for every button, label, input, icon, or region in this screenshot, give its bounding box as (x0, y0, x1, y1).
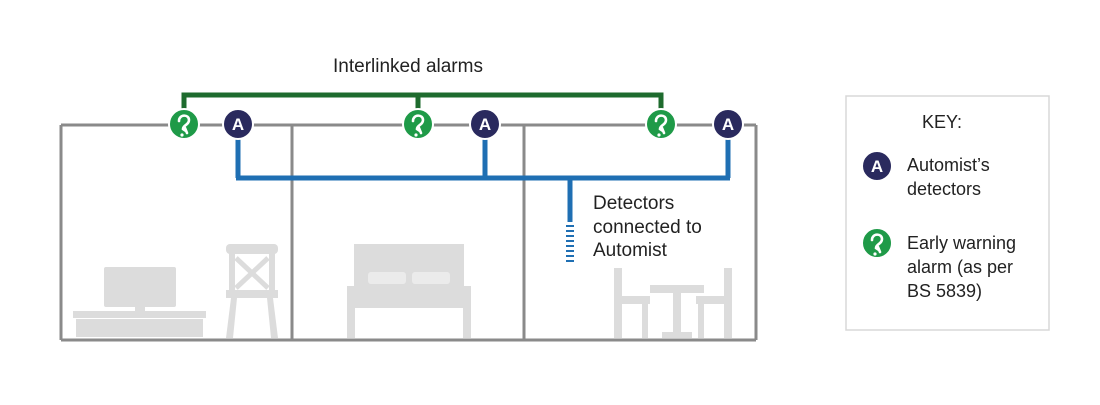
early-warning-alarm-icon (401, 107, 435, 141)
room-1-furniture (73, 244, 278, 338)
early-warning-alarm-icon (860, 226, 894, 260)
detectors-note-line: Detectors (593, 193, 674, 214)
room-3-furniture (614, 268, 732, 338)
detector-cable-end (566, 225, 574, 262)
detectors-note-line: connected to (593, 217, 702, 238)
tv-unit-icon (73, 267, 206, 337)
key-item-label-line: Early warning (907, 233, 1016, 253)
key-legend: KEY: A Automist’s detectors Early warnin… (845, 95, 1050, 331)
automist-detector-icon: A (712, 108, 744, 140)
early-warning-alarm-icon (167, 107, 201, 141)
detector-badge-letter: A (722, 115, 734, 134)
key-item-label-line: detectors (907, 179, 981, 199)
automist-detector-icon: A (222, 108, 254, 140)
bed-icon (347, 244, 471, 338)
chair-icon (614, 268, 650, 338)
key-box (845, 95, 1050, 331)
detector-badge-letter: A (479, 115, 491, 134)
key-item-early-warning-alarm: Early warning alarm (as per BS 5839) (860, 226, 1016, 301)
detectors-note-line: Automist (593, 240, 668, 261)
key-item-label-line: Automist’s (907, 155, 990, 175)
chair-icon (696, 268, 732, 338)
automist-detector-icon: A (469, 108, 501, 140)
key-item-label-line: alarm (as per (907, 257, 1013, 277)
detector-badge-letter: A (871, 157, 883, 176)
key-title: KEY: (922, 112, 962, 132)
detector-badge-letter: A (232, 115, 244, 134)
detectors-note: Detectors connected to Automist (593, 193, 702, 261)
detector-wiring (235, 135, 731, 222)
key-item-automist-detector: A Automist’s detectors (861, 150, 990, 199)
early-warning-alarm-icon (644, 107, 678, 141)
room-2-furniture (347, 244, 471, 338)
diagram-title: Interlinked alarms (333, 56, 483, 77)
dining-table-icon (650, 285, 704, 338)
automist-detector-icon: A (861, 150, 893, 182)
chair-icon (226, 244, 278, 338)
key-item-label-line: BS 5839) (907, 281, 982, 301)
